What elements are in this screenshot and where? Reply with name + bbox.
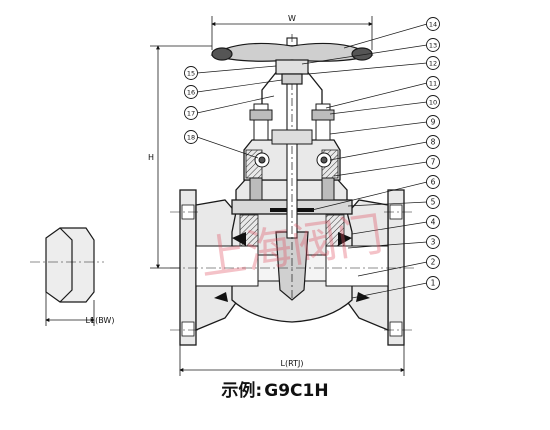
callout-circle — [184, 106, 198, 120]
caption-model: G9C1H — [264, 381, 329, 401]
callout-number: 13 — [429, 42, 437, 50]
callout-number: 3 — [431, 238, 436, 247]
callout-circle — [426, 115, 440, 129]
dimension-labels: W H L(RTJ) L1(BW) — [86, 14, 304, 368]
callout-number: 17 — [187, 110, 195, 118]
dimension-lines — [150, 16, 405, 376]
callout-4: 4 — [426, 215, 440, 229]
callout-16: 16 — [184, 85, 198, 99]
callout-2: 2 — [426, 255, 440, 269]
gland-bolts — [249, 103, 335, 201]
callout-number: 5 — [431, 198, 436, 207]
callout-8: 8 — [426, 135, 440, 149]
callout-number: 6 — [431, 178, 436, 187]
callout-9: 9 — [426, 115, 440, 129]
callout-circle — [426, 195, 440, 209]
bw-end-detail — [30, 227, 104, 326]
callout-12: 12 — [426, 56, 440, 70]
callout-5: 5 — [426, 195, 440, 209]
callout-circle — [426, 17, 440, 31]
length-rtj-label: L(RTJ) — [281, 359, 304, 368]
callout-number: 15 — [187, 70, 195, 78]
callout-circle — [426, 135, 440, 149]
callout-number: 8 — [431, 138, 436, 147]
caption-prefix: 示例: — [221, 381, 263, 401]
height-label: H — [148, 153, 154, 162]
callout-circle — [426, 276, 440, 290]
callout-number: 10 — [429, 99, 437, 107]
callout-circle — [426, 235, 440, 249]
callout-circle — [426, 95, 440, 109]
callout-number: 12 — [429, 60, 437, 68]
callout-number: 18 — [187, 134, 195, 142]
center-lines — [170, 211, 415, 331]
callout-circle — [426, 175, 440, 189]
callout-number: 11 — [429, 80, 437, 88]
callout-7: 7 — [426, 155, 440, 169]
callout-circle — [184, 85, 198, 99]
callout-circle — [184, 130, 198, 144]
handwheel — [210, 42, 374, 85]
callout-number: 16 — [187, 89, 195, 97]
callout-number: 14 — [429, 21, 437, 29]
callout-circle — [426, 76, 440, 90]
callout-circle — [426, 215, 440, 229]
callout-circle — [426, 38, 440, 52]
callout-1: 1 — [426, 276, 440, 290]
callout-6: 6 — [426, 175, 440, 189]
callout-15: 15 — [184, 66, 198, 80]
leader-lines — [196, 23, 428, 299]
callout-17: 17 — [184, 106, 198, 120]
callout-11: 11 — [426, 76, 440, 90]
callout-14: 14 — [426, 17, 440, 31]
callout-circle — [426, 56, 440, 70]
callout-number: 2 — [431, 258, 436, 267]
width-label: W — [288, 14, 296, 23]
callout-circle — [426, 255, 440, 269]
length-bw-label: L1(BW) — [86, 316, 115, 325]
callout-number: 7 — [431, 158, 436, 167]
callout-10: 10 — [426, 95, 440, 109]
callout-circle — [426, 155, 440, 169]
callout-number: 4 — [431, 218, 436, 227]
callout-number: 9 — [431, 118, 436, 127]
callout-18: 18 — [184, 130, 198, 144]
callout-13: 13 — [426, 38, 440, 52]
callout-3: 3 — [426, 235, 440, 249]
callout-circle — [184, 66, 198, 80]
model-caption: 示例:G9C1H — [0, 376, 550, 401]
callout-number: 1 — [431, 279, 436, 288]
